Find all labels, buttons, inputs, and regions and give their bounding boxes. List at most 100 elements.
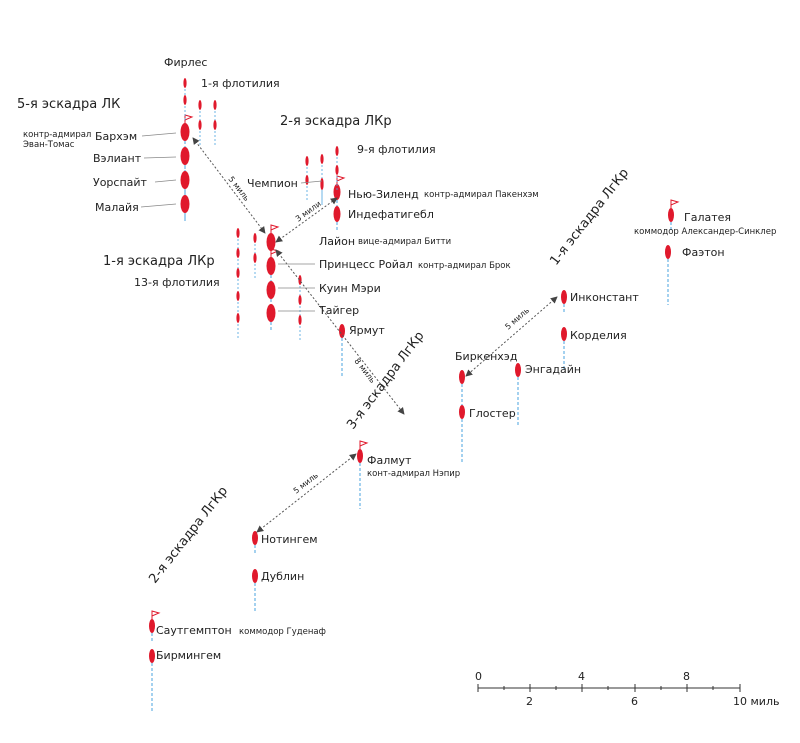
scale-tick-8: 8 <box>683 670 690 683</box>
destroyer-f13-c <box>236 268 240 295</box>
commander-napier: конт-адмирал Нэпир <box>367 469 460 479</box>
ship-new-zealand <box>333 175 346 212</box>
ship-label-phaeton: Фаэтон <box>682 246 725 259</box>
leader-lines <box>140 132 323 312</box>
ship-label-southampton: Саутгемптон <box>156 624 232 637</box>
scale-bar: 0 2 4 6 8 10 миль <box>475 670 779 708</box>
destroyer-f13-e <box>236 313 240 340</box>
commander-evan-thomas-line2: Эван-Томас <box>23 140 75 150</box>
destroyer-hull <box>183 95 187 105</box>
ship-hull <box>339 324 345 338</box>
destroyer-f1-e <box>213 120 217 147</box>
commander-beatty: вице-адмирал Битти <box>358 237 451 247</box>
ship-label-inconstant: Инконстант <box>570 291 639 304</box>
flag-icon <box>359 440 369 447</box>
ship-label-cordelia: Корделия <box>570 329 627 342</box>
ship-label-malaya: Малайя <box>95 201 139 214</box>
ship-hull <box>266 233 276 251</box>
ship-hull <box>459 405 465 419</box>
destroyer-hull <box>236 248 240 258</box>
scale-tick-0: 0 <box>475 670 482 683</box>
ship-hull <box>357 449 363 463</box>
destroyer-f9-e <box>335 165 339 192</box>
destroyer-f9-f <box>305 175 309 202</box>
destroyer-f1-f <box>198 120 202 147</box>
flag-icon <box>270 224 280 231</box>
ship-hull <box>180 171 190 189</box>
ship-tiger <box>266 304 276 330</box>
flag-icon <box>184 114 194 121</box>
destroyer-hull <box>198 100 202 110</box>
ship-princess-royal <box>266 248 280 283</box>
ship-label-warspite: Уорспайт <box>93 176 148 189</box>
scale-tick-6: 6 <box>631 695 638 708</box>
ship-dublin <box>252 569 258 611</box>
ship-label-galatea: Галатея <box>684 211 731 224</box>
ship-hull <box>149 619 155 633</box>
ship-gloucester <box>459 405 465 427</box>
ship-label-princess-royal: Принцесс Ройал <box>319 258 413 271</box>
ship-label-engadine: Энгадайн <box>525 363 581 376</box>
distance-label-5: 5 миль <box>292 471 320 496</box>
ship-malaya <box>180 195 190 221</box>
ship-hull <box>149 649 155 663</box>
destroyer-hull <box>253 233 257 243</box>
flag-icon <box>151 610 161 617</box>
ship-label-yarmouth: Ярмут <box>349 324 385 337</box>
ship-engadine <box>515 363 521 425</box>
commander-pakenham: контр-адмирал Пакенхэм <box>424 190 539 200</box>
scale-tick-4: 4 <box>578 670 585 683</box>
ship-hull <box>266 281 276 299</box>
commander-sinclair: коммодор Александер-Синклер <box>634 227 776 237</box>
ship-label-gloucester: Глостер <box>469 407 516 420</box>
destroyer-hull <box>213 120 217 130</box>
ship-label-birkenhead: Биркенхэд <box>455 350 518 363</box>
distance-label-3: 5 миль <box>503 306 531 332</box>
distance-label-4: 8 миль <box>352 357 377 385</box>
ship-hull <box>180 195 190 213</box>
ship-birkenhead <box>459 370 465 462</box>
squadron-bc2: 2-я эскадра ЛКр <box>280 114 392 129</box>
ship-label-lion: Лайон <box>319 235 355 248</box>
ship-cordelia <box>561 327 567 371</box>
destroyer-f13-j <box>253 253 257 280</box>
ship-hull <box>459 370 465 384</box>
distance-arrow-falmouth-nottingham <box>256 453 357 533</box>
ship-label-valiant: Вэлиант <box>93 152 142 165</box>
ship-label-queen-mary: Куин Мэри <box>319 282 381 295</box>
ship-label-barham: Бархэм <box>95 130 137 143</box>
ship-nottingham <box>252 531 258 555</box>
scale-tick-10: 10 миль <box>733 695 779 708</box>
flag-icon <box>670 199 680 206</box>
destroyer-hull <box>335 165 339 175</box>
ship-hull <box>252 569 258 583</box>
ship-label-nottingham: Нотингем <box>261 533 318 546</box>
ship-hull <box>561 327 567 341</box>
distance-arrow-lion-newzealand <box>275 197 338 243</box>
destroyer-hull <box>183 78 187 88</box>
flotilla-9: 9-я флотилия <box>357 143 436 156</box>
commander-goodenough: коммодор Гуденаф <box>239 627 326 637</box>
distance-arrow-lion-lc3 <box>275 249 405 415</box>
destroyer-hull <box>298 315 302 325</box>
squadron-bs5: 5-я эскадра ЛК <box>17 97 120 112</box>
ship-label-fearless: Фирлес <box>164 56 207 69</box>
ship-hull <box>180 147 190 165</box>
squadron-lc3: 3-я эскадра ЛгКр <box>344 329 427 433</box>
ship-hull <box>668 208 674 222</box>
ship-label-dublin: Дублин <box>261 570 304 583</box>
ship-yarmouth <box>339 324 345 376</box>
ship-indefatigable <box>333 206 341 230</box>
ship-label-indefatigable: Индефатигебл <box>348 208 434 221</box>
scale-tick-2: 2 <box>526 695 533 708</box>
ship-hull <box>561 290 567 304</box>
flotilla-13: 13-я флотилия <box>134 276 220 289</box>
ship-hull <box>266 304 276 322</box>
ship-label-new-zealand: Нью-Зиленд <box>348 188 419 201</box>
destroyer-hull <box>320 154 324 164</box>
flag-icon <box>336 175 346 182</box>
destroyer-hull <box>198 120 202 130</box>
destroyer-hull <box>320 180 324 190</box>
ship-hull <box>515 363 521 377</box>
